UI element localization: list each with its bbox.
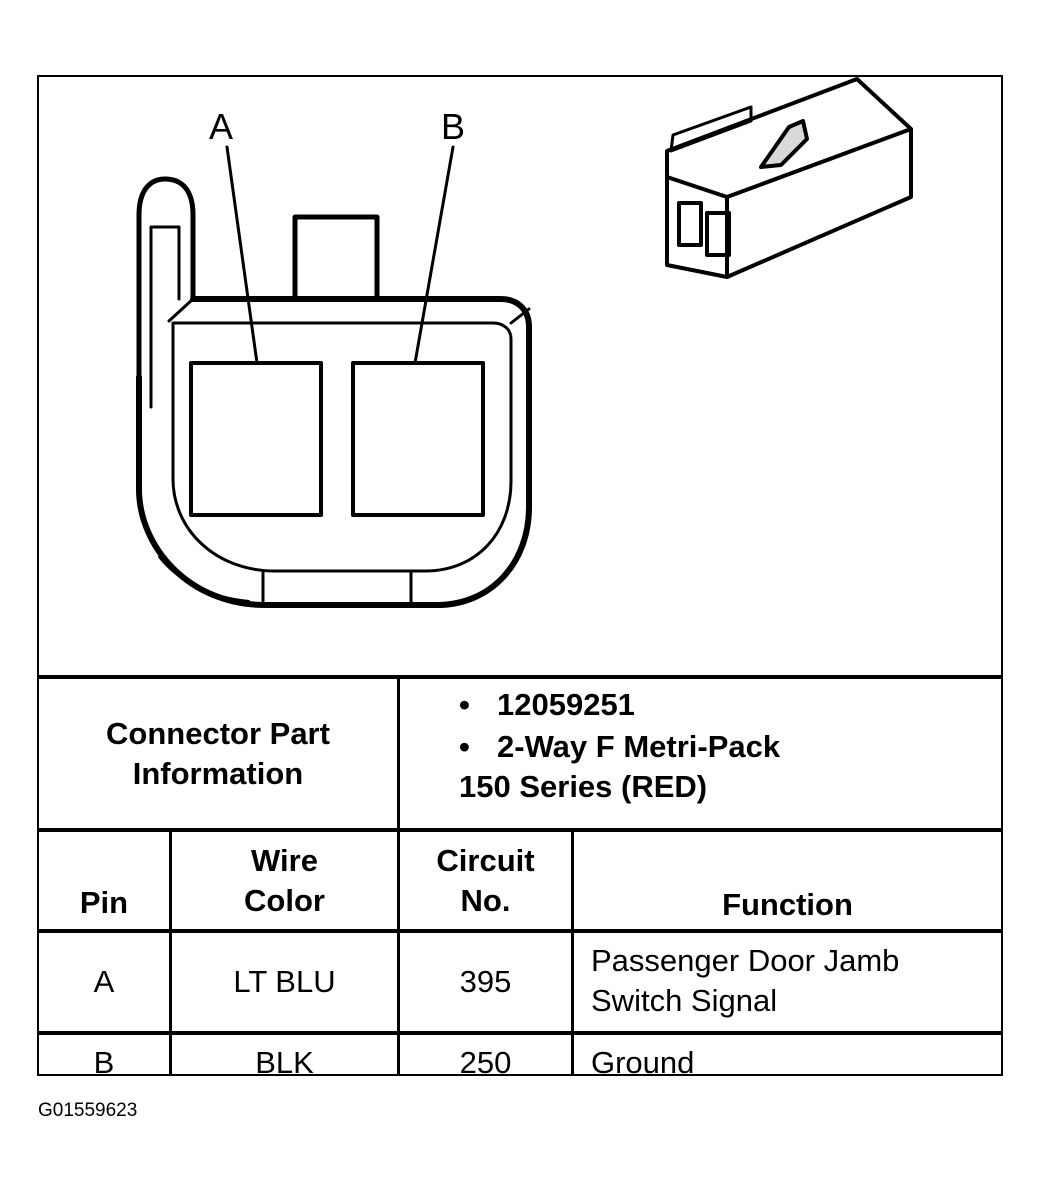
connector-info-label-line1: Connector Part <box>106 715 330 751</box>
row-a-pin: A <box>93 964 115 999</box>
connector-face-view <box>136 145 532 608</box>
connector-info-label-line2: Information <box>132 755 304 791</box>
rule-info-top <box>39 675 1001 679</box>
leader-line-a <box>225 145 259 365</box>
bullet-dot: • <box>459 687 470 722</box>
rule-col-circuit <box>571 828 574 1074</box>
bullet-dot: • <box>459 729 470 764</box>
row-b-pin: B <box>93 1045 115 1076</box>
connector-type-line1: 2-Way F Metri-Pack <box>497 729 781 764</box>
cavity-b <box>351 361 485 517</box>
connector-type-line2: 150 Series (RED) <box>459 769 708 804</box>
connector-isometric-view <box>665 77 913 279</box>
header-wire-color: Wire Color <box>244 842 325 918</box>
rule-col-pin <box>169 828 172 1074</box>
header-function: Function <box>722 887 853 922</box>
bullet-connector-type: • 2-Way F Metri-Pack 150 Series (RED) <box>459 727 780 807</box>
connector-info-label: Connector Part Information <box>39 679 397 828</box>
row-a-wire-color: LT BLU <box>233 964 336 999</box>
header-circuit-no: Circuit No. <box>436 842 535 918</box>
header-pin: Pin <box>79 885 129 920</box>
rule-row-a-top <box>39 929 1001 933</box>
rule-col-info <box>397 675 400 1074</box>
bullet-part-number: • 12059251 <box>459 685 780 725</box>
part-number: 12059251 <box>497 687 635 722</box>
row-a-function: Passenger Door Jamb Switch Signal <box>591 943 900 1018</box>
leader-line-b <box>413 145 455 365</box>
rule-row-b-top <box>39 1031 1001 1035</box>
connector-illustration: A B <box>136 77 913 608</box>
pin-label-b: B <box>441 106 465 147</box>
row-b-wire-color: BLK <box>255 1045 314 1076</box>
cavity-a <box>189 361 323 517</box>
row-b-circuit: 250 <box>459 1045 512 1076</box>
diagram-frame: A B Connector Part Information • 1205 <box>37 75 1003 1076</box>
pin-label-a: A <box>209 106 233 147</box>
row-a-circuit: 395 <box>459 964 512 999</box>
connector-info-bullets: • 12059251 • 2-Way F Metri-Pack 150 Seri… <box>459 685 780 807</box>
row-b-function: Ground <box>591 1045 695 1076</box>
figure-code: G01559623 <box>38 1100 138 1121</box>
rule-header-top <box>39 828 1001 832</box>
